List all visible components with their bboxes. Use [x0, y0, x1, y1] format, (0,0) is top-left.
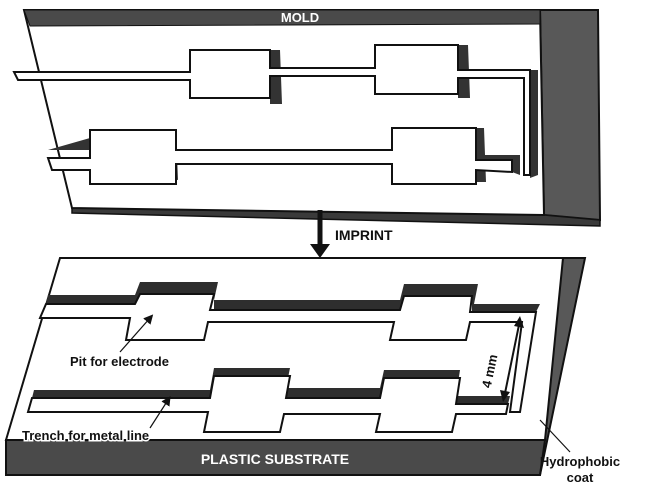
mold-title: MOLD	[281, 10, 319, 25]
mold-right-face	[538, 9, 602, 222]
coat-label-line2: coat	[567, 470, 594, 485]
mold-lower-line-and-pads	[46, 127, 513, 185]
trench-pointer-line	[149, 395, 171, 429]
pit-label: Pit for electrode	[70, 354, 169, 369]
imprint-arrow	[310, 210, 330, 258]
substrate-title: PLASTIC SUBSTRATE	[201, 451, 349, 467]
mold-block: MOLD	[12, 9, 602, 227]
substrate-block: PLASTIC SUBSTRATE 4 mm	[4, 257, 587, 476]
substrate-lower-recess	[26, 368, 510, 433]
coat-label-line1: Hydrophobic	[540, 454, 620, 469]
substrate-upper-recess	[38, 282, 540, 413]
substrate-upper-trench-and-pits	[38, 293, 538, 413]
coat-pointer-line	[539, 419, 571, 453]
pit-pointer-line	[119, 314, 154, 353]
imprint-label: IMPRINT	[335, 227, 393, 243]
mold-upper-line-and-pads	[12, 44, 531, 176]
dimension-arrow-4mm	[500, 316, 524, 402]
mold-upper-raised-feature	[12, 44, 538, 178]
mold-back-band	[23, 9, 541, 27]
trench-label: Trench for metal line	[22, 428, 149, 443]
dimension-label: 4 mm	[479, 353, 501, 389]
mold-lower-raised-feature	[46, 127, 520, 185]
substrate-lower-trench-and-pits	[26, 375, 510, 433]
